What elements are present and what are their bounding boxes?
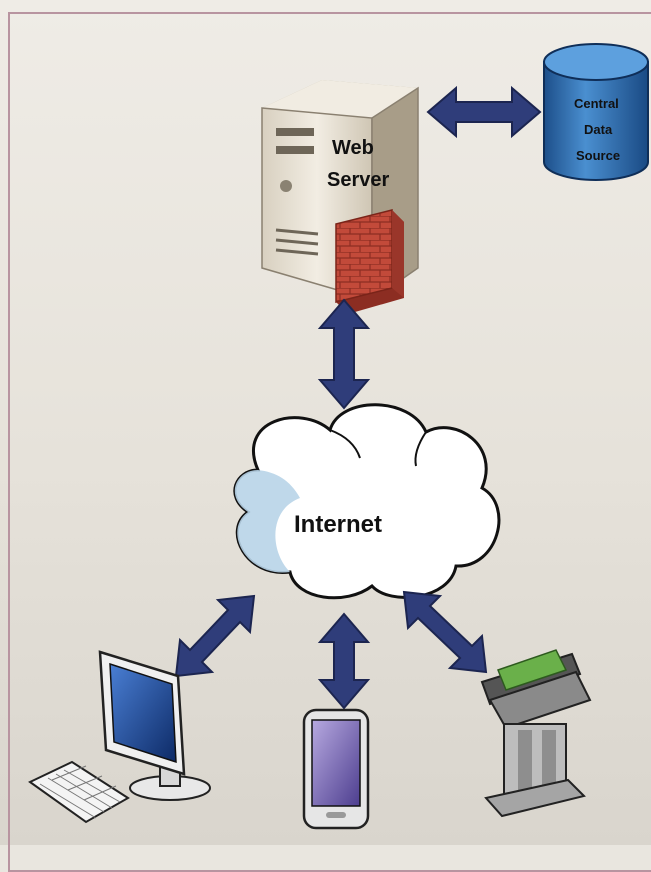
network-diagram: Web Server Central Data Source Internet: [28, 43, 649, 830]
internet-label: Internet: [294, 511, 382, 538]
arrow-internet-kiosk: [402, 590, 488, 674]
firewall-icon: [335, 209, 404, 314]
internet-cloud-icon: Internet: [233, 403, 501, 600]
web-server-label-line2: Server: [327, 169, 389, 191]
web-server-label-line1: Web: [332, 137, 374, 159]
arrow-internet-phone: [317, 612, 371, 710]
arrow-server-internet: [317, 298, 371, 410]
arrow-server-database: [426, 85, 542, 139]
kiosk-terminal-icon: [480, 649, 592, 818]
data-source-label-line1: Central: [574, 96, 619, 111]
arrow-internet-desktop: [174, 594, 256, 678]
database-icon: Central Data Source: [543, 43, 649, 181]
mobile-phone-icon: [302, 708, 370, 830]
data-source-label-line3: Source: [576, 148, 620, 163]
desktop-computer-icon: [28, 650, 211, 824]
web-server-icon: Web Server: [261, 80, 419, 314]
data-source-label-line2: Data: [584, 122, 613, 137]
